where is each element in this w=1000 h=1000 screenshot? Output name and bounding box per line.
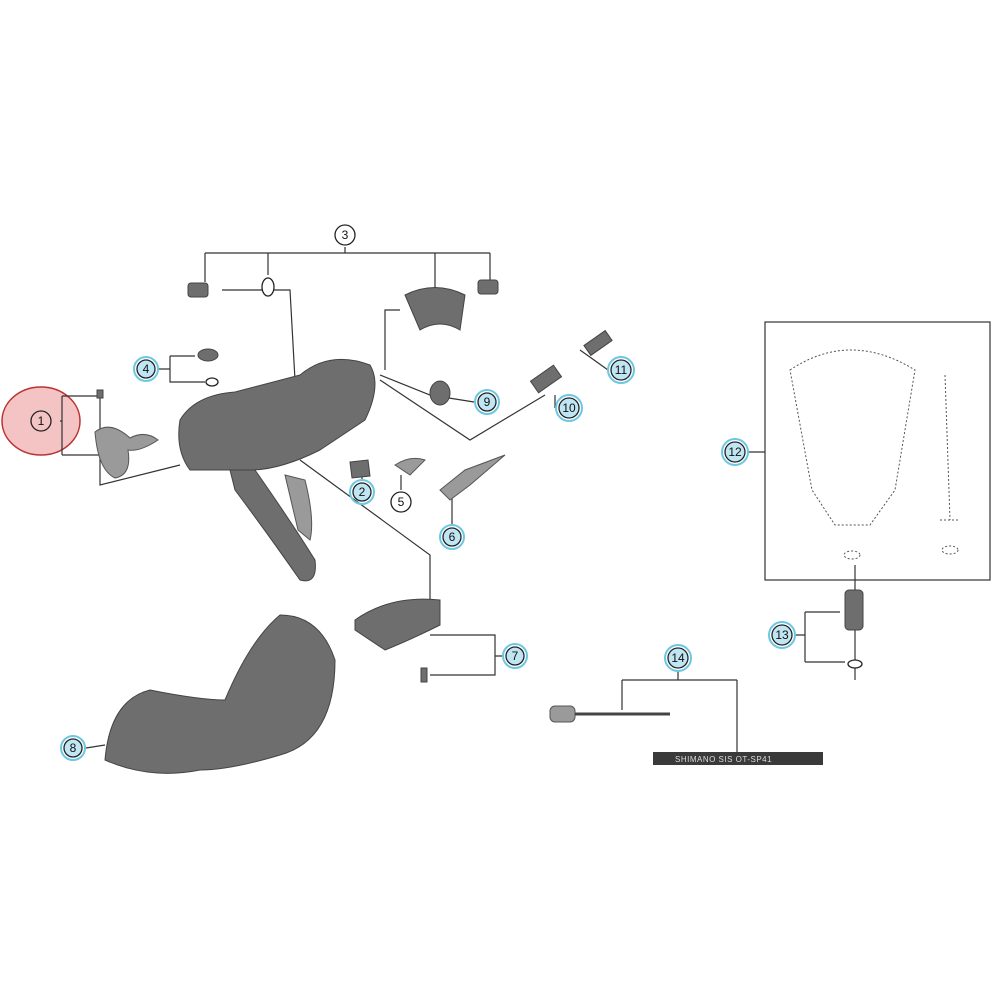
part-4-cap: [197, 348, 219, 362]
selected-part-highlight[interactable]: [1, 386, 81, 456]
callout-11-label: 11: [615, 363, 628, 377]
callout-10[interactable]: 10: [555, 394, 583, 422]
parts: SHIMANO SIS OT-SP41: [94, 277, 991, 774]
callout-3[interactable]: 3: [334, 224, 356, 246]
part-12-group-box: [764, 321, 991, 581]
part-6-spring-plate: [439, 454, 506, 501]
part-3-washer: [261, 277, 275, 297]
callout-13[interactable]: 13: [768, 621, 796, 649]
callout-7-label: 7: [512, 649, 519, 663]
part-7-screw: [420, 667, 428, 683]
callout-12-label: 12: [728, 445, 742, 459]
part-10-cable-end: [529, 364, 563, 394]
part-2-spring: [349, 459, 371, 479]
callout-4-label: 4: [143, 362, 150, 376]
part-8-hood: [104, 614, 336, 774]
callout-8-label: 8: [70, 741, 77, 755]
callout-4[interactable]: 4: [133, 356, 159, 382]
part-7-cover-plate: [354, 598, 441, 651]
part-14-barrel: [549, 705, 576, 723]
part-12-rod: [940, 374, 958, 521]
callout-1[interactable]: 1: [30, 410, 52, 432]
callout-3-label: 3: [342, 228, 349, 242]
part-main-body: [178, 358, 376, 471]
callout-6[interactable]: 6: [439, 524, 465, 550]
part-12-funnel: [789, 349, 916, 526]
cable-print-text: SHIMANO SIS OT-SP41: [675, 755, 772, 764]
callout-2[interactable]: 2: [349, 479, 375, 505]
part-shift-lever: [284, 474, 313, 541]
part-3-bolt-left: [187, 282, 209, 298]
callout-9[interactable]: 9: [474, 389, 500, 415]
part-14-outer-casing: [653, 752, 823, 765]
callout-8[interactable]: 8: [60, 735, 86, 761]
callout-11[interactable]: 11: [607, 356, 635, 384]
callout-5-label: 5: [398, 495, 405, 509]
part-3-clamp: [404, 287, 466, 331]
part-13-oring: [847, 659, 863, 669]
part-brake-lever: [229, 469, 316, 582]
callout-14[interactable]: 14: [664, 644, 692, 672]
callout-10-label: 10: [562, 401, 576, 415]
callout-12[interactable]: 12: [721, 438, 749, 466]
callout-6-label: 6: [449, 530, 456, 544]
callout-2-label: 2: [359, 485, 366, 499]
part-12-washer: [843, 550, 861, 560]
part-11-cable-end: [583, 329, 613, 357]
part-1-lever-cover: [94, 426, 159, 479]
callout-14-label: 14: [671, 651, 685, 665]
callout-1-label: 1: [38, 414, 45, 428]
part-4-oring: [205, 377, 219, 387]
callout-7[interactable]: 7: [502, 643, 528, 669]
part-1-screw: [96, 389, 104, 399]
part-3-bolt-right: [477, 279, 499, 295]
part-5-pawl: [394, 457, 426, 476]
callout-5[interactable]: 5: [390, 491, 412, 513]
callout-9-label: 9: [484, 395, 491, 409]
part-13-plug: [844, 589, 864, 631]
callout-13-label: 13: [775, 628, 789, 642]
part-9-bushing: [429, 380, 451, 406]
